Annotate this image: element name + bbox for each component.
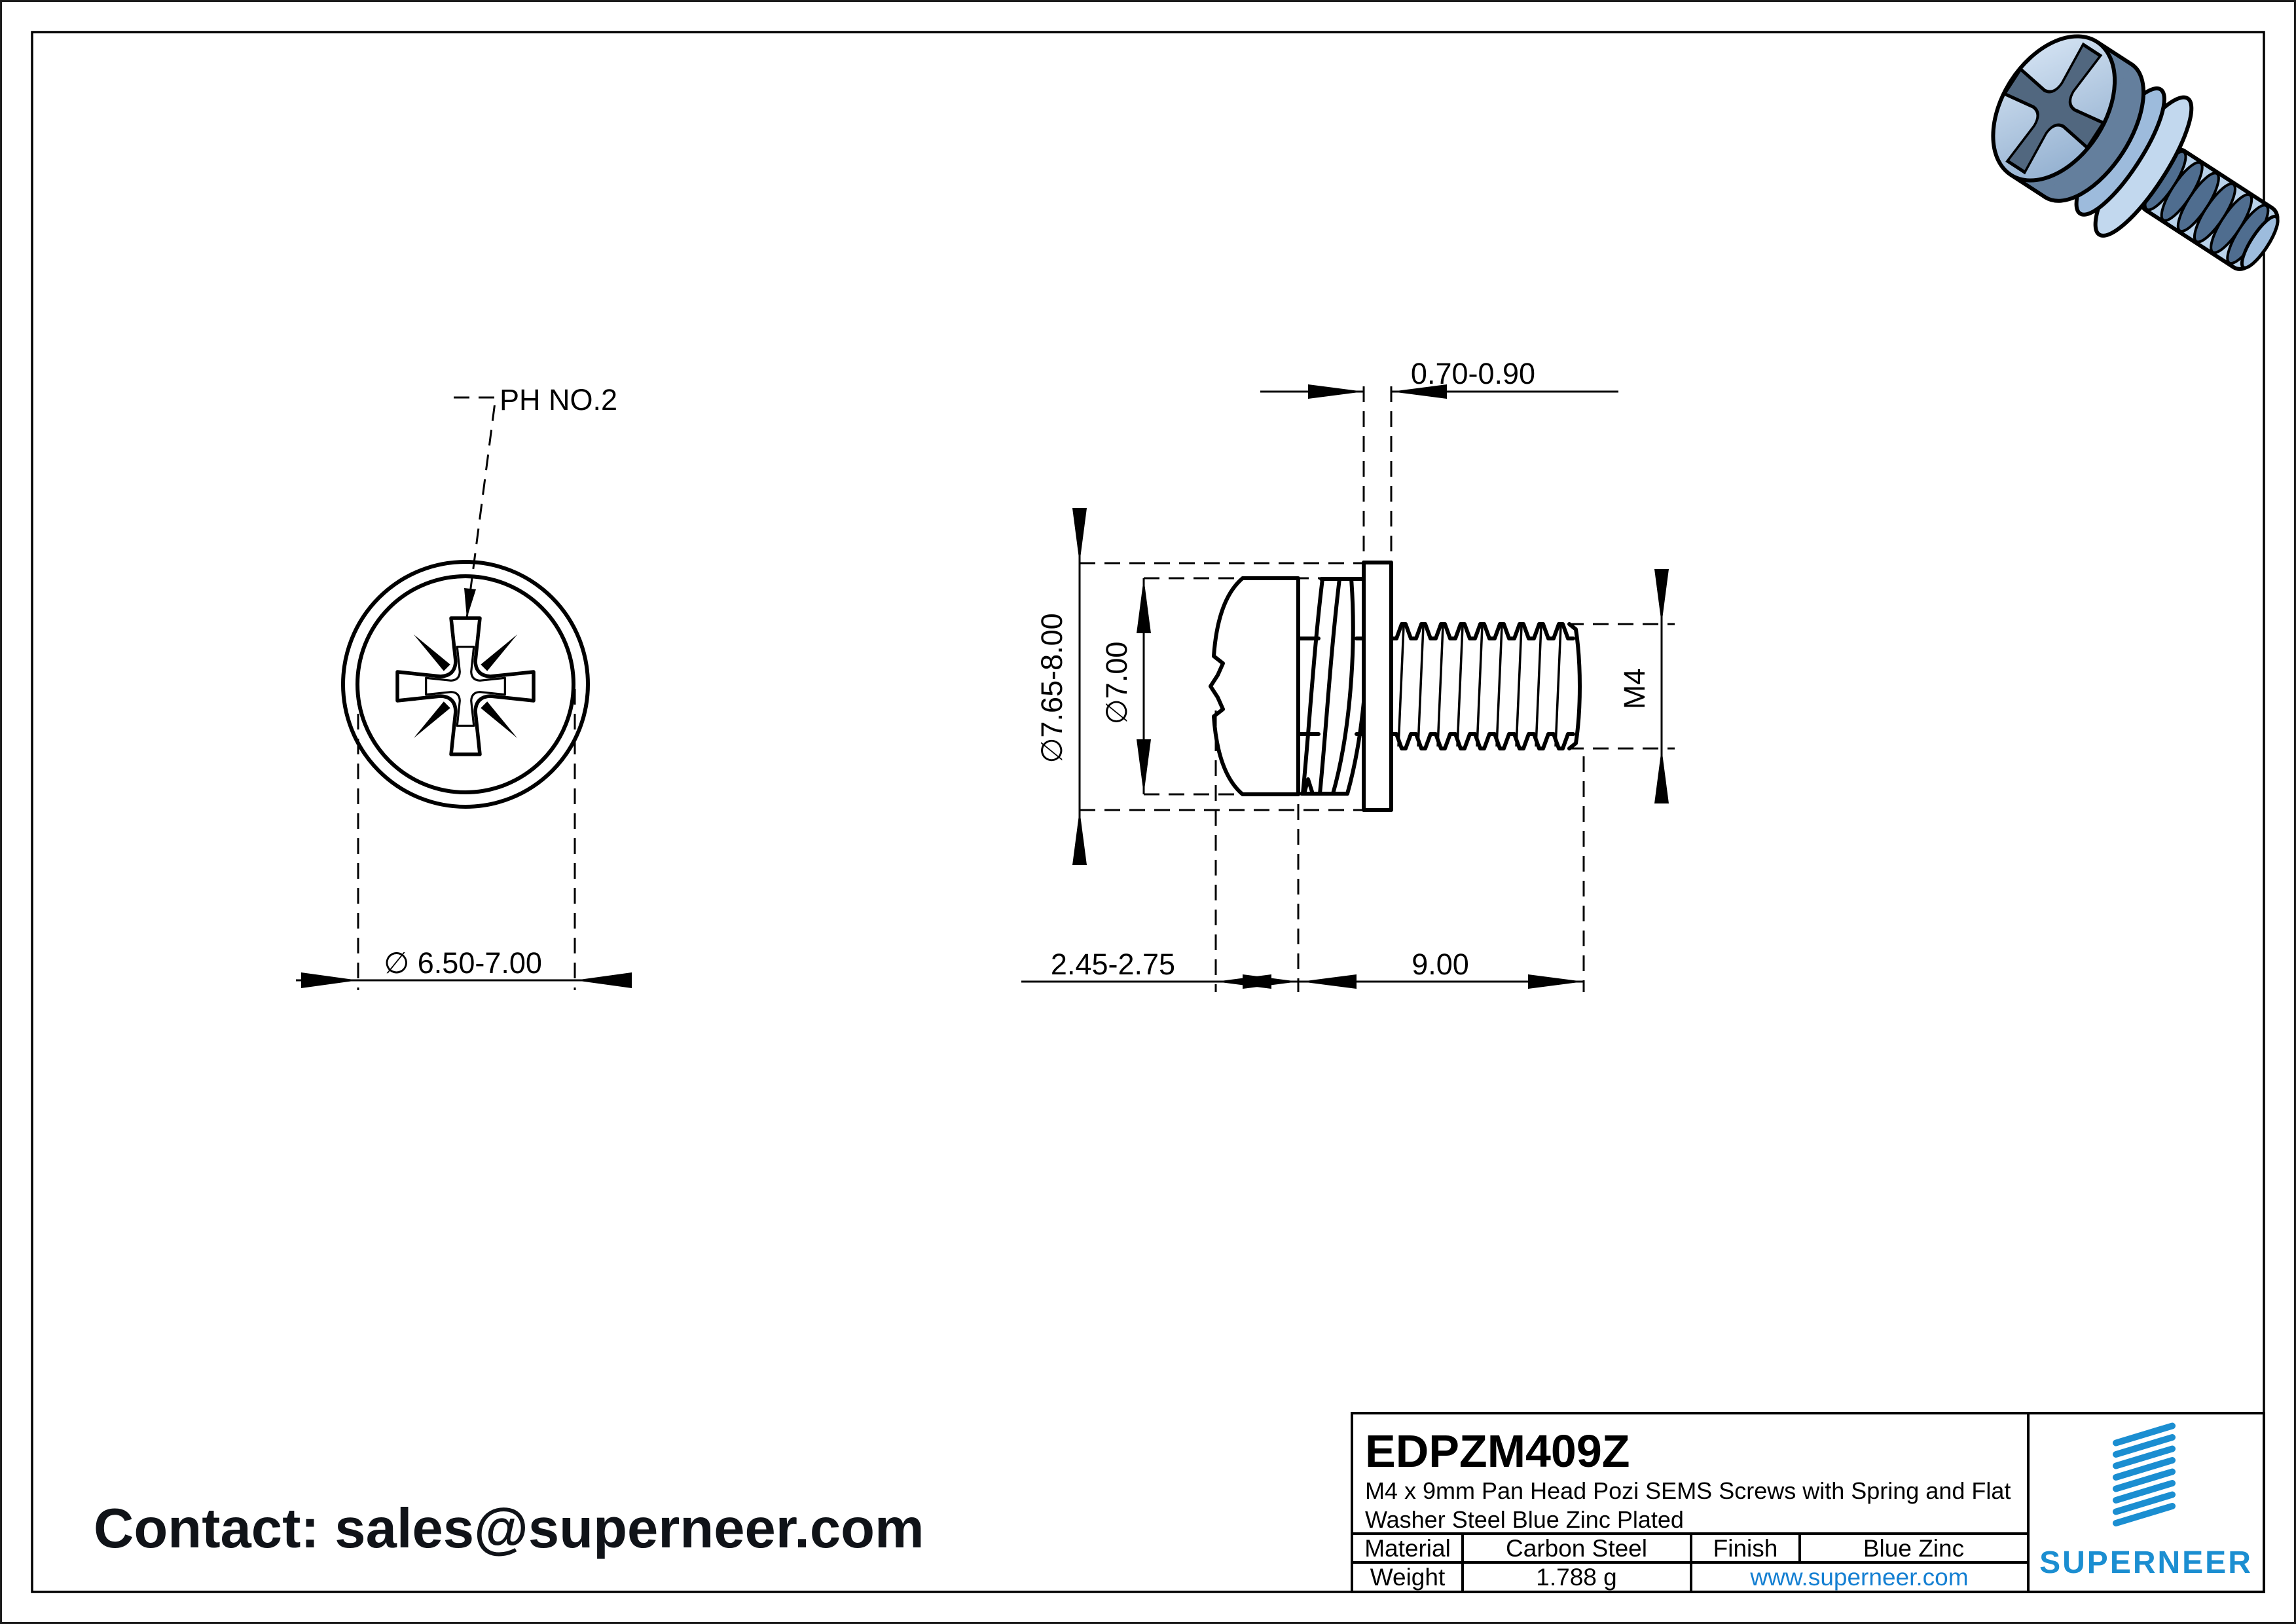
drive-callout-leader: PH NO.2	[454, 383, 617, 619]
side-view: ∅7.65-8.00 ∅7.00 0.70-0.90 M4	[1021, 357, 1675, 992]
superneer-logo-icon	[2113, 1422, 2176, 1526]
material-label: Material	[1364, 1535, 1451, 1562]
title-block-border	[1351, 1412, 2265, 1593]
washer-outline-circle	[341, 560, 590, 809]
spring-washer-outline	[1300, 577, 1370, 796]
front-diameter-dimension: ∅ 6.50-7.00	[296, 689, 632, 990]
head-outline-circle	[355, 574, 575, 794]
drawing-frame	[31, 31, 2265, 1593]
thread-length-label: 9.00	[1412, 948, 1469, 981]
weight-value: 1.788 g	[1536, 1564, 1616, 1591]
washer-thickness-label: 0.70-0.90	[1411, 357, 1535, 390]
contact-text: Contact: sales@superneer.com	[94, 1498, 924, 1560]
brand-name: SUPERNEER	[2039, 1545, 2253, 1580]
front-view: PH NO.2 ∅ 6.50-7.00	[296, 383, 632, 990]
description-line-1: M4 x 9mm Pan Head Pozi SEMS Screws with …	[1365, 1477, 2011, 1504]
table-column-lines	[1461, 1534, 1801, 1592]
pozi-drive-icon	[397, 618, 534, 754]
screw-3d-render	[1967, 12, 2280, 271]
pan-head-outline	[1209, 576, 1300, 796]
superneer-logo: SUPERNEER	[2039, 1422, 2253, 1580]
length-dimensions: 2.45-2.75 9.00	[1021, 710, 1585, 992]
part-number: EDPZM409Z	[1365, 1426, 1630, 1477]
finish-value: Blue Zinc	[1863, 1535, 1964, 1562]
thread-size-label: M4	[1618, 669, 1651, 710]
washer-od-dimension: ∅7.65-8.00	[1035, 508, 1364, 865]
material-value: Carbon Steel	[1506, 1535, 1647, 1562]
flat-washer-outline	[1362, 561, 1393, 812]
weight-label: Weight	[1370, 1564, 1446, 1591]
render-thread-ridges	[2143, 150, 2270, 265]
head-od-label: ∅7.00	[1100, 642, 1133, 725]
render-thread-tip	[2240, 215, 2280, 270]
thread-size-dimension: M4	[1568, 569, 1675, 803]
finish-label: Finish	[1713, 1535, 1778, 1562]
head-height-label: 2.45-2.75	[1051, 948, 1175, 981]
washer-od-label: ∅7.65-8.00	[1035, 613, 1068, 763]
leader-arrow-icon	[464, 588, 476, 618]
head-od-dimension: ∅7.00	[1100, 577, 1320, 796]
drive-callout-label: PH NO.2	[500, 383, 617, 416]
title-block: EDPZM409Z M4 x 9mm Pan Head Pozi SEMS Sc…	[1351, 1412, 2265, 1593]
description-line-2: Washer Steel Blue Zinc Plated	[1365, 1506, 1684, 1533]
website-link[interactable]: www.superneer.com	[1749, 1564, 1968, 1591]
front-diameter-label: ∅ 6.50-7.00	[384, 946, 542, 980]
washer-thickness-dimension: 0.70-0.90	[1260, 357, 1618, 563]
thread-profile	[1394, 622, 1582, 750]
